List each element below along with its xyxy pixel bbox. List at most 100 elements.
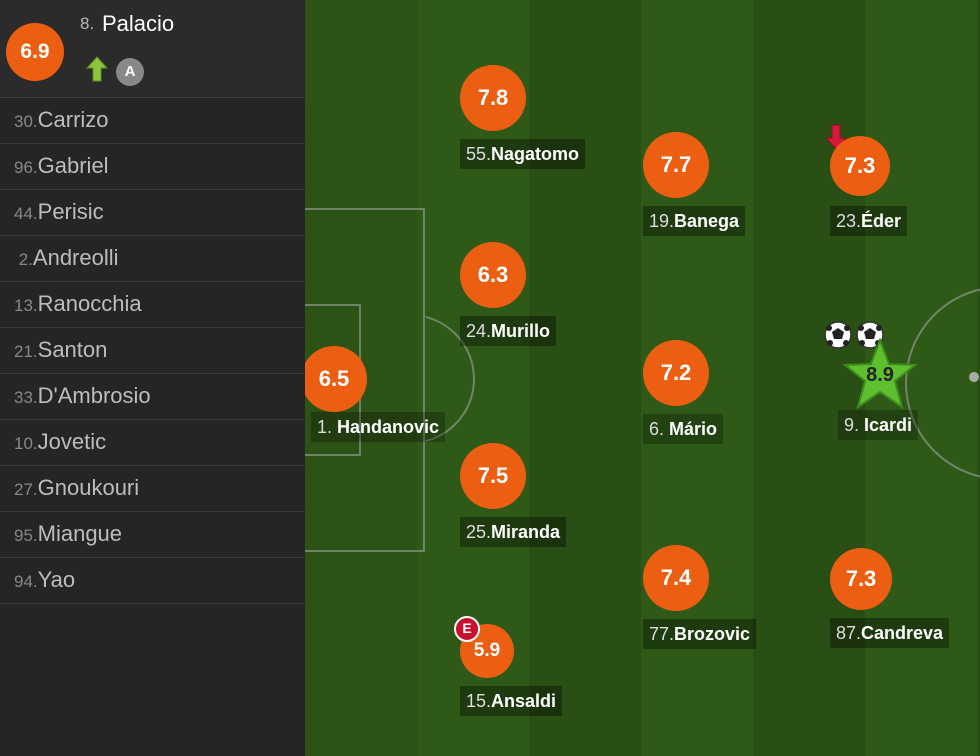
penalty-box xyxy=(305,208,425,552)
player-name: Icardi xyxy=(864,415,913,435)
player-mario[interactable]: 7.2 6. Mário xyxy=(643,340,803,444)
error-badge-icon xyxy=(454,616,480,642)
player-number: 13. xyxy=(14,296,38,315)
player-name: Gnoukouri xyxy=(37,475,140,500)
player-icardi[interactable]: 8.9 9. Icardi xyxy=(838,338,919,448)
player-candreva[interactable]: 7.3 87.Candreva xyxy=(830,548,980,648)
player-number: 1. xyxy=(317,417,338,437)
player-label: 23.Éder xyxy=(830,206,908,236)
player-rating: 7.4 xyxy=(643,545,709,611)
player-name: D'Ambrosio xyxy=(37,383,151,408)
player-ansaldi[interactable]: 5.9 15.Ansaldi xyxy=(460,616,620,716)
player-rating: 5.9 xyxy=(460,624,514,678)
player-murillo[interactable]: 6.3 24.Murillo xyxy=(460,242,620,346)
player-rating: 8.9 xyxy=(866,364,894,386)
player-label: 87.Candreva xyxy=(830,618,950,648)
player-number: 6. xyxy=(649,419,670,439)
player-number: 94. xyxy=(14,572,38,591)
bench-player[interactable]: 10.Jovetic xyxy=(0,420,305,466)
goal-ball-icon xyxy=(824,321,852,349)
player-number: 95. xyxy=(14,526,38,545)
player-eder[interactable]: 7.3 23.Éder xyxy=(830,136,980,236)
bench-player[interactable]: 96.Gabriel xyxy=(0,144,305,190)
player-name: Andreolli xyxy=(32,245,119,270)
pitch: 6.5 1. Handanovic 7.8 55.Nagatomo 6.3 24… xyxy=(305,0,980,756)
player-nagatomo[interactable]: 7.8 55.Nagatomo xyxy=(460,65,620,169)
player-number: 23. xyxy=(836,211,862,231)
player-label: 1. Handanovic xyxy=(311,412,446,442)
player-number: 8. xyxy=(80,14,95,33)
player-miranda[interactable]: 7.5 25.Miranda xyxy=(460,443,620,547)
assist-badge: A xyxy=(116,58,144,86)
player-name: Miangue xyxy=(37,521,123,546)
bench-player[interactable]: 95.Miangue xyxy=(0,512,305,558)
player-name: Gabriel xyxy=(37,153,109,178)
player-rating: 6.3 xyxy=(460,242,526,308)
player-name: Nagatomo xyxy=(491,144,580,164)
player-number: 10. xyxy=(14,434,38,453)
player-label: 77.Brozovic xyxy=(643,619,757,649)
player-brozovic[interactable]: 7.4 77.Brozovic xyxy=(643,545,803,649)
bench-player[interactable]: 44.Perisic xyxy=(0,190,305,236)
pitch-stripe xyxy=(529,0,641,756)
player-handanovic[interactable]: 6.5 1. Handanovic xyxy=(305,346,465,446)
player-name: Brozovic xyxy=(674,624,751,644)
bench-player[interactable]: 21.Santon xyxy=(0,328,305,374)
substituted-on-player[interactable]: 6.9 8. Palacio A xyxy=(0,0,305,98)
player-rating: 7.7 xyxy=(643,132,709,198)
bench-player[interactable]: 30.Carrizo xyxy=(0,98,305,144)
bench-player[interactable]: 33.D'Ambrosio xyxy=(0,374,305,420)
player-label: 6. Mário xyxy=(643,414,724,444)
player-name: Yao xyxy=(37,567,76,592)
player-rating: 7.3 xyxy=(830,136,890,196)
player-rating: 6.5 xyxy=(305,346,367,412)
player-name: Ansaldi xyxy=(491,691,557,711)
player-number: 96. xyxy=(14,158,38,177)
player-label: 9. Icardi xyxy=(838,410,919,440)
player-name: Carrizo xyxy=(37,107,109,132)
sub-in-arrow-icon xyxy=(86,56,108,82)
substitutes-panel: 6.9 8. Palacio A 30.Carrizo 96.Gabriel 4… xyxy=(0,0,305,756)
player-number: 30. xyxy=(14,112,38,131)
pitch-stripe xyxy=(753,0,865,756)
player-number: 15. xyxy=(466,691,492,711)
bench-player[interactable]: 2.Andreolli xyxy=(0,236,305,282)
player-number: 25. xyxy=(466,522,492,542)
error-badge-label: E xyxy=(462,620,472,636)
player-rating: 7.2 xyxy=(643,340,709,406)
player-rating: 7.5 xyxy=(460,443,526,509)
player-rating: 7.3 xyxy=(830,548,892,610)
player-label: 25.Miranda xyxy=(460,517,567,547)
player-name: Miranda xyxy=(491,522,561,542)
player-number: 27. xyxy=(14,480,38,499)
player-name: Ranocchia xyxy=(37,291,142,316)
player-label: 55.Nagatomo xyxy=(460,139,586,169)
player-label: 15.Ansaldi xyxy=(460,686,563,716)
player-banega[interactable]: 7.7 19.Banega xyxy=(643,132,803,236)
bench-player[interactable]: 94.Yao xyxy=(0,558,305,604)
player-number: 44. xyxy=(14,204,38,223)
bench-player[interactable]: 13.Ranocchia xyxy=(0,282,305,328)
player-number: 19. xyxy=(649,211,675,231)
player-number: 33. xyxy=(14,388,38,407)
player-name: Mário xyxy=(669,419,718,439)
player-name: Éder xyxy=(861,211,902,231)
player-name: Handanovic xyxy=(337,417,440,437)
star-icon xyxy=(842,338,918,410)
player-label: 19.Banega xyxy=(643,206,746,236)
player-number: 21. xyxy=(14,342,38,361)
bench-player[interactable]: 27.Gnoukouri xyxy=(0,466,305,512)
player-name: Jovetic xyxy=(37,429,107,454)
player-name: Banega xyxy=(674,211,740,231)
player-number: 2. xyxy=(14,250,33,269)
player-number: 55. xyxy=(466,144,492,164)
player-rating: 7.8 xyxy=(460,65,526,131)
player-number: 24. xyxy=(466,321,492,341)
player-number: 77. xyxy=(649,624,675,644)
player-number: 87. xyxy=(836,623,862,643)
player-name: Candreva xyxy=(861,623,944,643)
player-name: Palacio xyxy=(102,11,175,36)
player-number: 9. xyxy=(844,415,865,435)
bench-list: 30.Carrizo 96.Gabriel 44.Perisic 2.Andre… xyxy=(0,98,305,604)
player-name: Murillo xyxy=(491,321,551,341)
